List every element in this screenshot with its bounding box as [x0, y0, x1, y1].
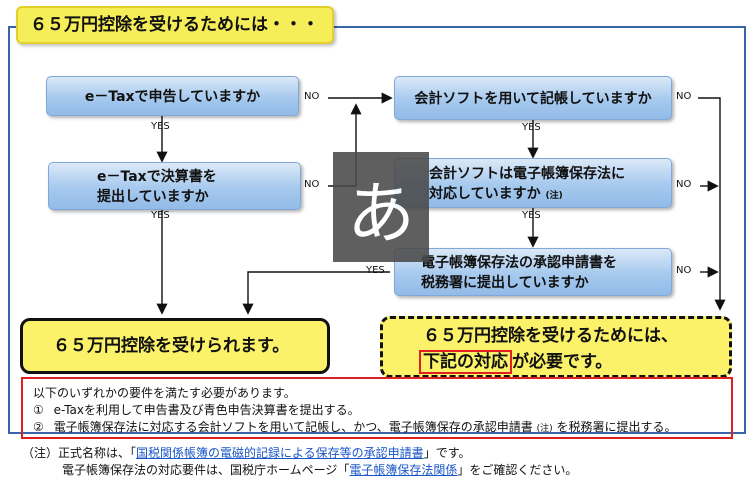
- label-yes-q2: YES: [151, 210, 170, 221]
- requirement-item-1-num: ①: [33, 403, 44, 417]
- question-etax-filing-text: e－Taxで申告していますか: [84, 89, 261, 105]
- arrow-q5-yes: [242, 271, 390, 315]
- link-electronic-books-act[interactable]: 電子帳簿保存法関係: [349, 463, 458, 477]
- requirements-intro: 以下のいずれかの要件を満たす必要があります。: [33, 386, 296, 400]
- label-yes-q5: YES: [366, 265, 385, 276]
- requirement-item-2-text-a: 電子帳簿保存法に対応する会計ソフトを用いて記帳し、かつ、電子帳簿保存の承認申請書: [53, 420, 533, 434]
- footnote-line-1: （注）正式名称は、「国税関係帳簿の電磁的記録による保存等の承認申請書」です。: [22, 444, 471, 461]
- label-yes-q1: YES: [151, 121, 170, 132]
- result-action-required-line2: 下記の対応が必要です。: [419, 349, 729, 375]
- ime-overlay-glyph: あ: [346, 174, 415, 254]
- question-etax-statement-line1: e－Taxで決算書を: [97, 169, 217, 185]
- result-action-required: ６５万円控除を受けるためには、 下記の対応が必要です。: [380, 316, 732, 378]
- requirement-item-2: ② 電子帳簿保存法に対応する会計ソフトを用いて記帳し、かつ、電子帳簿保存の承認申…: [33, 419, 731, 438]
- footnote-line-1-a: 正式名称は、「: [58, 446, 137, 460]
- question-software-compliance-line1: 会計ソフトは電子帳簿保存法に: [429, 166, 625, 182]
- arrow-q3-no: [698, 97, 726, 311]
- link-approval-application[interactable]: 国税関係帳簿の電磁的記録による保存等の承認申請書: [136, 446, 424, 460]
- footnote-line-2-a: 電子帳簿保存法の対応要件は、国税庁ホームページ「: [62, 463, 350, 477]
- question-software-compliance: 会計ソフトは電子帳簿保存法に 対応していますか (注): [394, 158, 672, 208]
- question-etax-filing: e－Taxで申告していますか: [46, 76, 299, 116]
- question-software-compliance-line2: 対応していますか: [429, 186, 541, 202]
- footnote-line-2: 電子帳簿保存法の対応要件は、国税庁ホームページ「電子帳簿保存法関係」をご確認くだ…: [62, 461, 577, 478]
- requirements-box: 以下のいずれかの要件を満たす必要があります。 ① e-Taxを利用して申告書及び…: [21, 377, 733, 439]
- question-approval-application-line2: 税務署に提出していますか: [421, 275, 589, 291]
- requirement-item-2-num: ②: [33, 420, 44, 434]
- label-no-q2: NO: [304, 179, 320, 190]
- label-no-q4: NO: [676, 179, 692, 190]
- footnote-marker: （注）: [22, 446, 59, 460]
- result-action-required-line1: ６５万円控除を受けるためには、: [423, 326, 678, 346]
- question-etax-statement: e－Taxで決算書を 提出していますか: [48, 162, 301, 210]
- question-etax-statement-line2: 提出していますか: [97, 189, 209, 205]
- label-yes-q4: YES: [522, 210, 541, 221]
- page-title: ６５万円控除を受けるためには・・・: [16, 6, 334, 44]
- question-approval-application: 電子帳簿保存法の承認申請書を 税務署に提出していますか: [394, 248, 672, 296]
- label-no-q5: NO: [676, 265, 692, 276]
- result-deduction-granted-text: ６５万円控除を受けられます。: [53, 336, 290, 356]
- result-action-required-rest: が必要です。: [512, 352, 613, 372]
- requirement-item-1: ① e-Taxを利用して申告書及び青色申告決算書を提出する。: [33, 402, 731, 419]
- question-accounting-software: 会計ソフトを用いて記帳していますか: [394, 76, 672, 120]
- footnote-line-2-b: 」をご確認ください。: [457, 463, 578, 477]
- highlight-required-action: 下記の対応: [419, 350, 512, 374]
- flowchart-frame: [8, 26, 746, 434]
- label-no-q3: NO: [676, 91, 692, 102]
- result-deduction-granted: ６５万円控除を受けられます。: [20, 318, 330, 374]
- question-software-compliance-line2-wrap: 対応していますか (注): [429, 183, 625, 203]
- question-accounting-software-text: 会計ソフトを用いて記帳していますか: [414, 91, 652, 107]
- label-yes-q3: YES: [522, 122, 541, 133]
- footnote-line-1-b: 」です。: [423, 446, 471, 460]
- ime-overlay: あ: [333, 152, 429, 262]
- label-no-q1: NO: [304, 91, 320, 102]
- requirement-item-1-text: e-Taxを利用して申告書及び青色申告決算書を提出する。: [53, 403, 360, 417]
- requirement-item-2-text-b: を税務署に提出する。: [556, 420, 677, 434]
- question-approval-application-line1: 電子帳簿保存法の承認申請書を: [421, 255, 617, 271]
- requirement-item-2-note: (注): [536, 424, 553, 434]
- note-marker: (注): [545, 191, 563, 201]
